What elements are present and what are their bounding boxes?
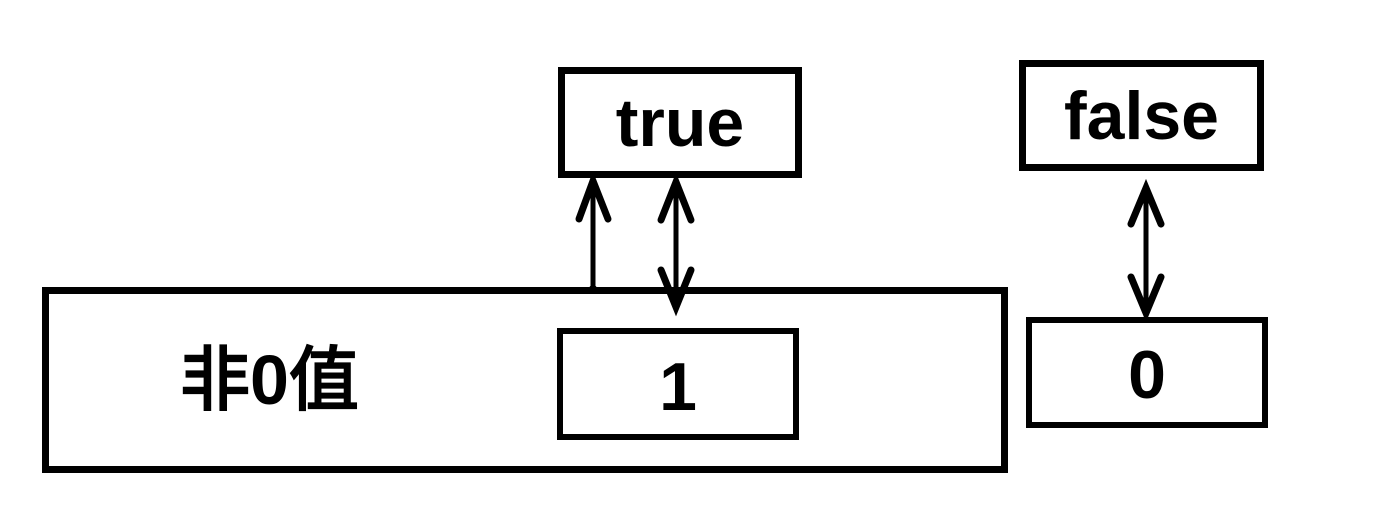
zero-label: 0 (1128, 336, 1166, 413)
false-box: false (1019, 60, 1264, 171)
one-box: 1 (557, 328, 799, 440)
one-label: 1 (659, 349, 697, 425)
nonzero-value-label: 非0值 (180, 341, 359, 419)
nonzero-value-box (42, 287, 1008, 473)
false-label: false (1064, 77, 1219, 154)
zero-box: 0 (1026, 317, 1268, 428)
true-box: true (558, 67, 802, 178)
arrow-bidirectional-zero-false-icon (1127, 178, 1165, 323)
arrow-up-nonzero-to-true-icon (575, 171, 612, 293)
true-label: true (615, 84, 745, 161)
